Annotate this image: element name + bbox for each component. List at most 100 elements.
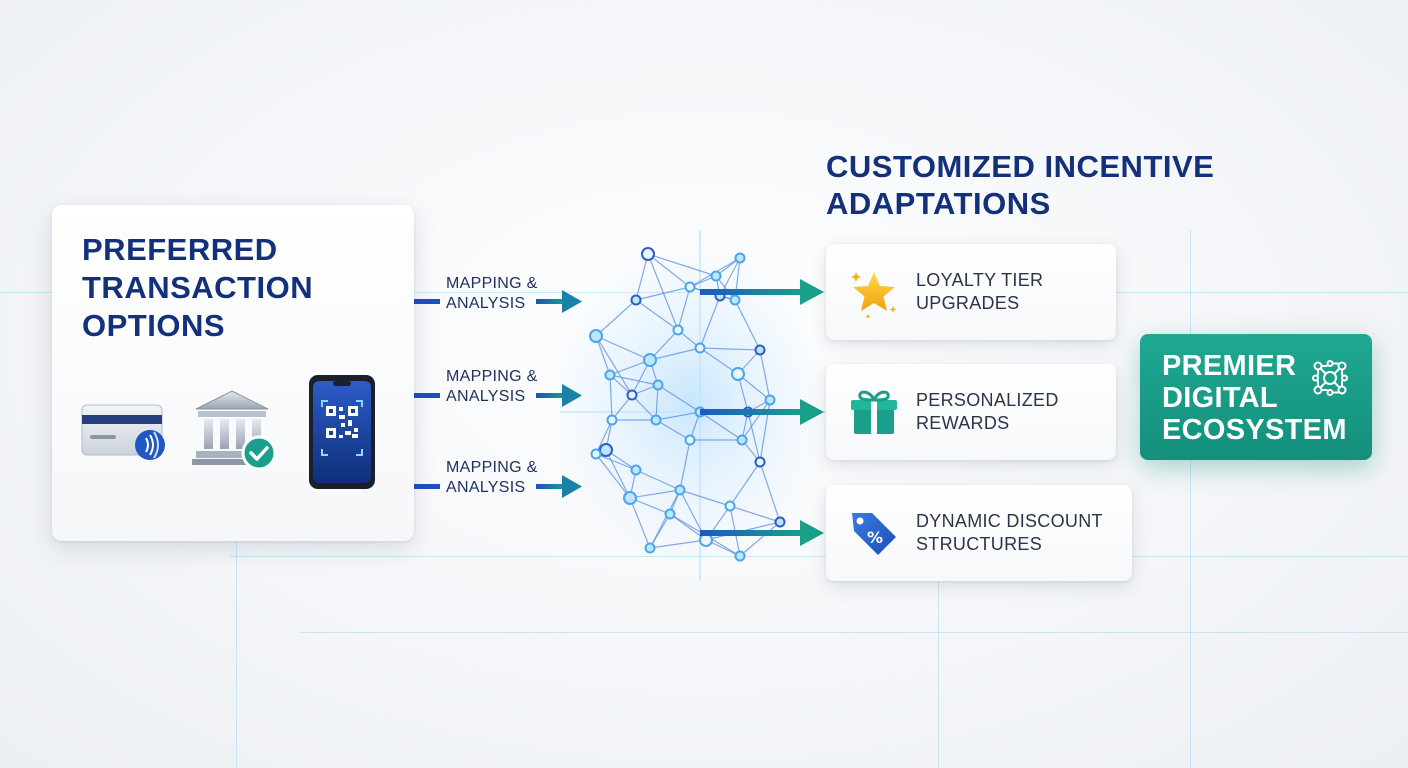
network-edge bbox=[647, 253, 691, 288]
incentive-label: DYNAMIC DISCOUNT STRUCTURES bbox=[916, 511, 1103, 554]
network-node bbox=[694, 342, 706, 354]
network-edge bbox=[677, 286, 691, 331]
network-edge bbox=[595, 335, 651, 361]
qr-phone-icon bbox=[309, 375, 375, 489]
network-edge bbox=[647, 253, 679, 331]
network-edge bbox=[595, 419, 613, 455]
ecosystem-label: PREMIER DIGITAL ECOSYSTEM bbox=[1162, 350, 1347, 446]
mapping-label: MAPPING & ANALYSIS bbox=[446, 275, 538, 312]
network-edge bbox=[729, 505, 781, 523]
network-node bbox=[590, 448, 602, 460]
network-node bbox=[729, 294, 741, 306]
network-node bbox=[674, 484, 686, 496]
network-node bbox=[684, 434, 696, 446]
network-node bbox=[734, 252, 746, 264]
network-node bbox=[684, 281, 696, 293]
incentive-card-discount: % DYNAMIC DISCOUNT STRUCTURES bbox=[826, 485, 1132, 581]
output-arrow bbox=[700, 279, 824, 305]
input-arrow bbox=[414, 290, 582, 313]
network-node bbox=[623, 491, 637, 505]
grid-line bbox=[236, 540, 237, 768]
network-edge bbox=[679, 489, 731, 507]
incentive-label: LOYALTY TIER UPGRADES bbox=[916, 270, 1044, 313]
network-edge bbox=[635, 253, 649, 301]
network-edge bbox=[655, 411, 701, 421]
network-edge bbox=[609, 359, 651, 376]
network-edge bbox=[595, 453, 631, 499]
grid-line bbox=[230, 556, 1408, 557]
panel-title: PREFERRED TRANSACTION OPTIONS bbox=[82, 232, 314, 343]
discount-tag-icon: % bbox=[852, 513, 896, 555]
svg-text:%: % bbox=[867, 528, 883, 547]
network-node bbox=[589, 329, 603, 343]
network-node bbox=[650, 414, 662, 426]
network-node bbox=[664, 508, 676, 520]
network-edge bbox=[629, 497, 651, 549]
network-edge bbox=[739, 521, 781, 557]
network-node bbox=[599, 443, 613, 457]
network-edge bbox=[629, 497, 671, 515]
network-edge bbox=[759, 349, 771, 401]
output-arrow bbox=[700, 520, 824, 546]
network-edge bbox=[657, 384, 701, 413]
star-icon bbox=[851, 272, 897, 318]
network-edge bbox=[699, 295, 721, 349]
contactless-card-icon bbox=[81, 404, 165, 460]
network-glow bbox=[520, 210, 860, 590]
network-edge bbox=[655, 384, 659, 421]
network-edge bbox=[649, 489, 681, 549]
incentive-card-loyalty: LOYALTY TIER UPGRADES bbox=[826, 244, 1116, 340]
network-node bbox=[652, 379, 664, 391]
network-node bbox=[754, 344, 766, 356]
network-edge bbox=[635, 469, 681, 491]
network-edge bbox=[679, 439, 691, 491]
network-edge bbox=[595, 453, 637, 471]
network-node bbox=[710, 270, 722, 282]
network-edge bbox=[609, 374, 659, 386]
network-node bbox=[630, 464, 642, 476]
network-edge bbox=[747, 411, 761, 463]
network-edge bbox=[649, 539, 707, 549]
bank-verified-icon bbox=[192, 390, 277, 471]
grid-line bbox=[1190, 230, 1191, 768]
network-edge bbox=[647, 253, 717, 277]
network-edge bbox=[759, 461, 781, 523]
incentive-card-rewards: PERSONALIZED REWARDS bbox=[826, 364, 1116, 460]
network-node bbox=[724, 500, 736, 512]
network-node bbox=[774, 516, 786, 528]
network-edge bbox=[649, 347, 701, 361]
incentive-label: PERSONALIZED REWARDS bbox=[916, 390, 1059, 433]
network-node bbox=[644, 542, 656, 554]
network-node bbox=[734, 550, 746, 562]
network-edge bbox=[699, 411, 743, 441]
mapping-label: MAPPING & ANALYSIS bbox=[446, 368, 538, 405]
network-node bbox=[604, 369, 616, 381]
network-node bbox=[641, 247, 655, 261]
network-edge bbox=[655, 419, 691, 441]
network-node bbox=[736, 434, 748, 446]
network-edge bbox=[605, 449, 631, 499]
network-edge bbox=[729, 461, 761, 507]
network-edge bbox=[595, 299, 637, 337]
network-edge bbox=[699, 347, 761, 351]
network-edge bbox=[635, 299, 679, 331]
network-edge bbox=[595, 335, 633, 396]
network-node bbox=[626, 389, 638, 401]
grid-line bbox=[300, 632, 1408, 633]
network-node bbox=[606, 414, 618, 426]
input-arrow bbox=[414, 384, 582, 407]
network-icon bbox=[1312, 360, 1348, 396]
mapping-label: MAPPING & ANALYSIS bbox=[446, 459, 538, 496]
network-node bbox=[754, 456, 766, 468]
network-edge bbox=[609, 374, 613, 421]
input-arrow bbox=[414, 475, 582, 498]
incentives-title: CUSTOMIZED INCENTIVE ADAPTATIONS bbox=[826, 149, 1215, 221]
network-node bbox=[643, 353, 657, 367]
transaction-options-panel: PREFERRED TRANSACTION OPTIONS bbox=[52, 205, 414, 541]
network-node bbox=[630, 294, 642, 306]
network-node bbox=[764, 394, 776, 406]
output-arrow bbox=[700, 399, 824, 425]
network-edge bbox=[629, 489, 681, 499]
premier-ecosystem-box: PREMIER DIGITAL ECOSYSTEM bbox=[1140, 334, 1372, 460]
